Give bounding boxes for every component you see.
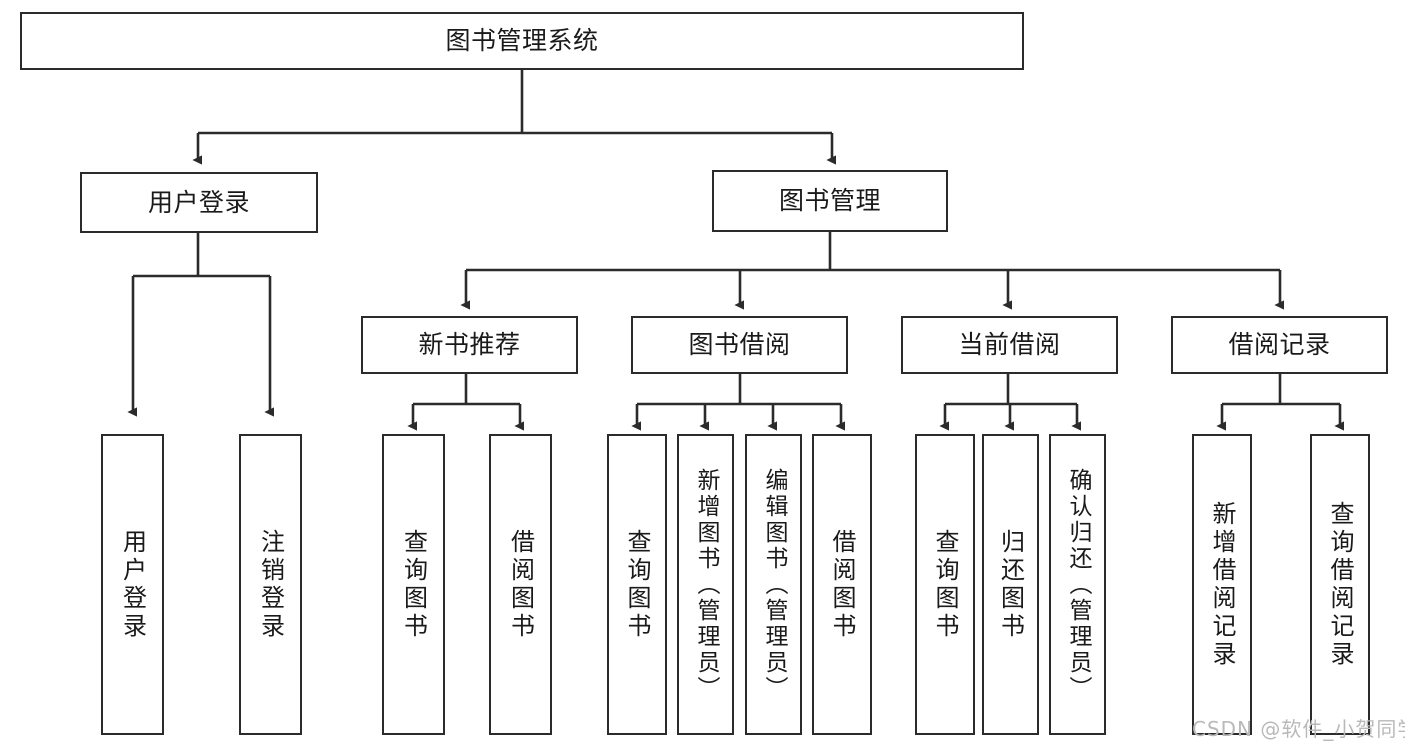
node-book-borrow[interactable]: 图书借阅 <box>631 316 848 374</box>
node-leaf-query-record[interactable]: 查询借阅记录 <box>1310 434 1370 735</box>
node-book-manage-label: 图书管理 <box>778 186 881 216</box>
node-leaf-borrow-book-2-label: 借阅图书 <box>828 528 856 641</box>
node-current-borrow[interactable]: 当前借阅 <box>901 316 1118 374</box>
node-leaf-user-login[interactable]: 用户登录 <box>101 434 164 735</box>
node-leaf-edit-book[interactable]: 编辑图书（管理员） <box>745 434 802 735</box>
node-leaf-add-book[interactable]: 新增图书（管理员） <box>677 434 734 735</box>
node-user-login[interactable]: 用户登录 <box>80 172 318 233</box>
node-leaf-add-book-label: 新增图书（管理员） <box>693 467 719 702</box>
node-leaf-borrow-book-1[interactable]: 借阅图书 <box>489 434 552 735</box>
node-borrow-record[interactable]: 借阅记录 <box>1171 316 1388 374</box>
node-book-manage[interactable]: 图书管理 <box>712 170 948 232</box>
node-leaf-query-book-1[interactable]: 查询图书 <box>382 434 445 735</box>
node-leaf-query-book-1-label: 查询图书 <box>399 528 428 641</box>
node-current-borrow-label: 当前借阅 <box>958 330 1061 360</box>
node-leaf-query-book-2-label: 查询图书 <box>623 528 651 641</box>
node-leaf-query-book-3[interactable]: 查询图书 <box>915 434 975 735</box>
node-borrow-record-label: 借阅记录 <box>1228 330 1331 360</box>
node-leaf-query-book-2[interactable]: 查询图书 <box>607 434 667 735</box>
node-root-label: 图书管理系统 <box>445 26 599 56</box>
node-leaf-confirm-return-label: 确认归还（管理员） <box>1065 467 1091 702</box>
node-leaf-confirm-return[interactable]: 确认归还（管理员） <box>1049 434 1106 735</box>
node-new-book-recommend[interactable]: 新书推荐 <box>361 316 578 374</box>
node-leaf-edit-book-label: 编辑图书（管理员） <box>761 467 787 702</box>
node-leaf-query-record-label: 查询借阅记录 <box>1326 500 1354 669</box>
node-user-login-label: 用户登录 <box>147 187 250 217</box>
node-leaf-add-record-label: 新增借阅记录 <box>1208 500 1236 669</box>
node-leaf-add-record[interactable]: 新增借阅记录 <box>1192 434 1252 735</box>
node-book-borrow-label: 图书借阅 <box>688 330 791 360</box>
node-leaf-logout[interactable]: 注销登录 <box>239 434 302 735</box>
csdn-watermark: CSDN @软件_小贺同学 <box>1192 717 1405 741</box>
node-leaf-return-book[interactable]: 归还图书 <box>982 434 1039 735</box>
node-leaf-user-login-label: 用户登录 <box>118 528 147 641</box>
node-leaf-logout-label: 注销登录 <box>256 528 285 641</box>
node-leaf-query-book-3-label: 查询图书 <box>931 528 959 641</box>
node-new-book-recommend-label: 新书推荐 <box>418 330 521 360</box>
node-root[interactable]: 图书管理系统 <box>20 12 1024 70</box>
node-leaf-borrow-book-2[interactable]: 借阅图书 <box>812 434 872 735</box>
node-leaf-return-book-label: 归还图书 <box>996 528 1025 641</box>
node-leaf-borrow-book-1-label: 借阅图书 <box>506 528 535 641</box>
